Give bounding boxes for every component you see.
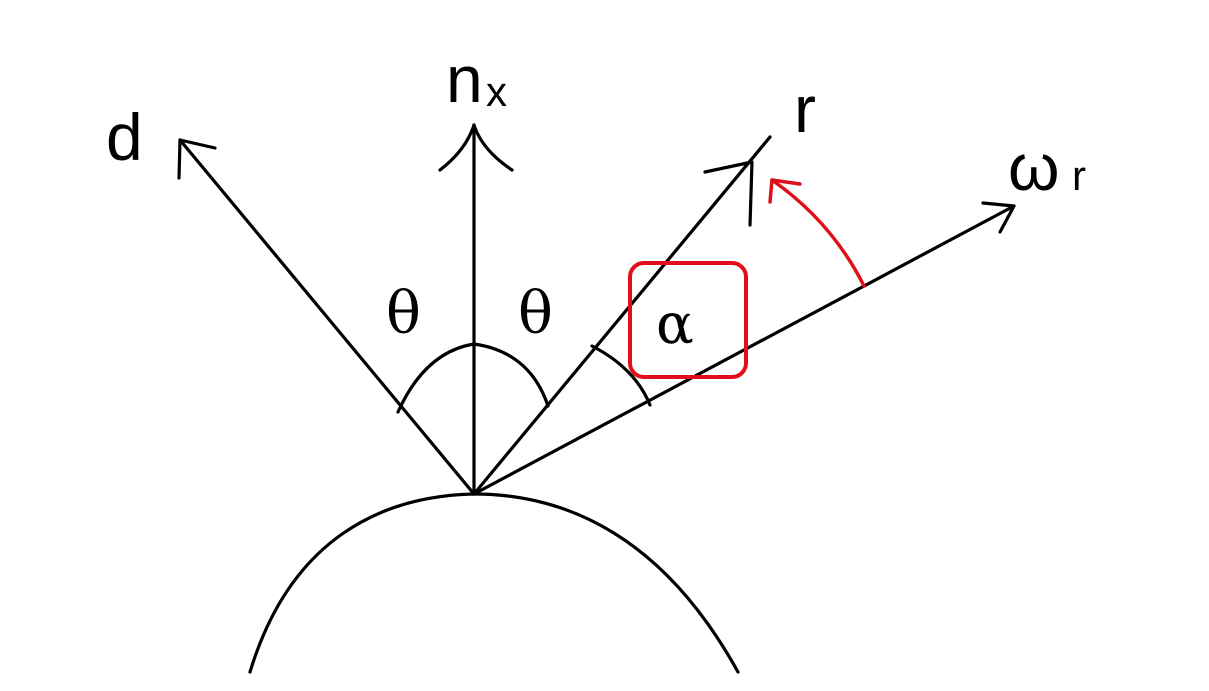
surface-arc	[248, 492, 740, 674]
d-arrowhead	[177, 138, 217, 180]
alpha-highlight-box	[628, 261, 748, 379]
omega-arrowhead	[981, 201, 1016, 234]
normal-arrowhead	[438, 123, 514, 172]
theta-left-label: θ	[386, 279, 421, 347]
r-label: r	[794, 72, 816, 146]
n-label: n	[446, 42, 483, 116]
alpha-arc	[590, 344, 652, 407]
d-label: d	[106, 100, 143, 174]
theta-right-arc	[472, 342, 550, 408]
alpha-label: α	[656, 292, 694, 357]
d-vector	[178, 138, 476, 496]
r-vector	[472, 135, 772, 496]
n-subscript: x	[486, 68, 507, 115]
rotation-arrow	[770, 178, 866, 288]
omega-subscript: r	[1072, 152, 1086, 199]
theta-right-label: θ	[518, 279, 553, 347]
omega-label: ω	[1008, 130, 1060, 204]
rotation-arrowhead	[768, 178, 802, 204]
r-arrowhead	[703, 160, 754, 227]
theta-left-arc	[396, 342, 476, 414]
